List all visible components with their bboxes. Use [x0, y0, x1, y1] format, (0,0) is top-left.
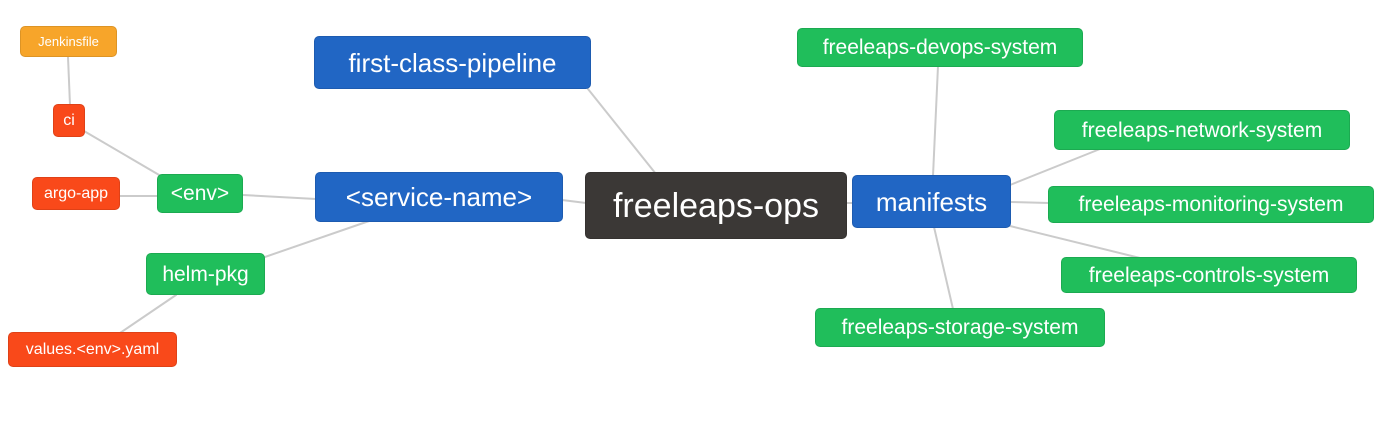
- edge-manifests--freeleaps-controls-system: [1009, 225, 1141, 259]
- edge-first-class-pipeline--freeleaps-ops: [587, 88, 657, 175]
- mindmap-node-values-env-yaml[interactable]: values.<env>.yaml: [8, 332, 177, 367]
- edge-manifests--freeleaps-devops-system: [932, 65, 939, 177]
- mindmap-node-freeleaps-storage-system[interactable]: freeleaps-storage-system: [815, 308, 1105, 347]
- edge-helm-pkg--service-name: [261, 219, 373, 259]
- mindmap-node-env[interactable]: <env>: [157, 174, 243, 213]
- mindmap-node-freeleaps-network-system[interactable]: freeleaps-network-system: [1054, 110, 1350, 150]
- edge-jenkinsfile--ci: [67, 56, 71, 106]
- edge-values-env-yaml--helm-pkg: [119, 294, 177, 334]
- edge-env--service-name: [242, 194, 317, 200]
- mindmap-node-freeleaps-devops-system[interactable]: freeleaps-devops-system: [797, 28, 1083, 67]
- mindmap-node-ci[interactable]: ci: [53, 104, 85, 137]
- mindmap-node-freeleaps-controls-system[interactable]: freeleaps-controls-system: [1061, 257, 1357, 293]
- edge-service-name--freeleaps-ops: [561, 199, 587, 204]
- mindmap-node-freeleaps-ops[interactable]: freeleaps-ops: [585, 172, 847, 239]
- mindmap-node-first-class-pipeline[interactable]: first-class-pipeline: [314, 36, 591, 89]
- edge-manifests--freeleaps-network-system: [1009, 148, 1101, 186]
- mindmap-node-jenkinsfile[interactable]: Jenkinsfile: [20, 26, 117, 57]
- edge-manifests--freeleaps-monitoring-system: [1009, 201, 1050, 204]
- mindmap-node-manifests[interactable]: manifests: [852, 175, 1011, 228]
- mindmap-node-freeleaps-monitoring-system[interactable]: freeleaps-monitoring-system: [1048, 186, 1374, 223]
- mindmap-node-service-name[interactable]: <service-name>: [315, 172, 563, 222]
- mindmap-node-helm-pkg[interactable]: helm-pkg: [146, 253, 265, 295]
- edge-ci--env: [83, 130, 167, 180]
- edge-manifests--freeleaps-storage-system: [933, 226, 954, 310]
- mindmap-node-argo-app[interactable]: argo-app: [32, 177, 120, 210]
